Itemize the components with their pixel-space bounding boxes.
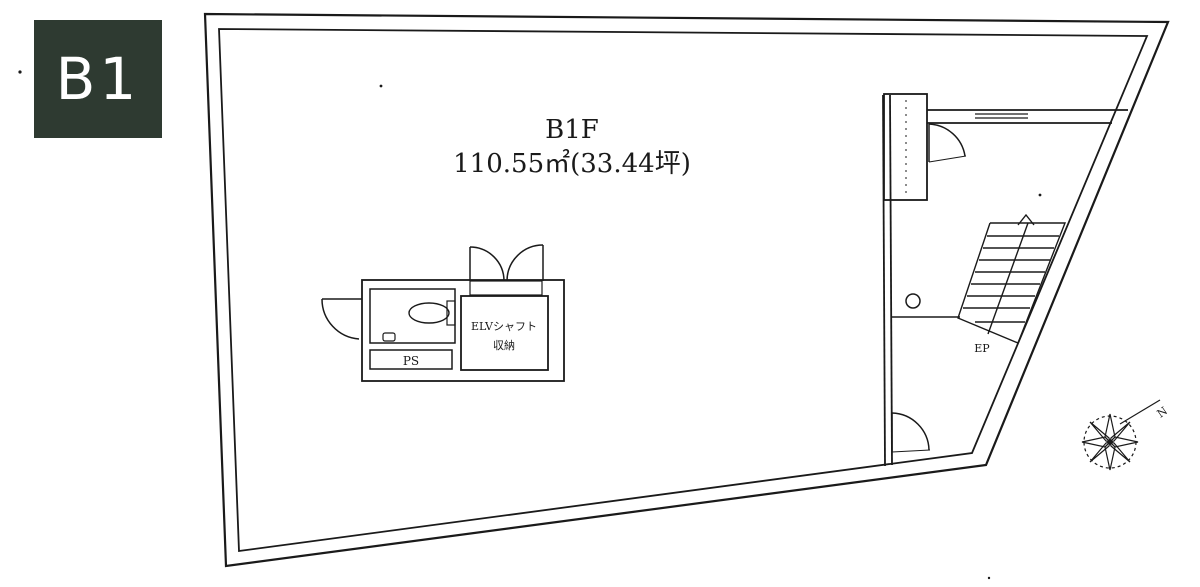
floor-label: B1F [545, 115, 599, 145]
column-block [883, 93, 928, 201]
core-outline [361, 279, 565, 382]
door-bottom-arc [891, 412, 930, 451]
door-top-arc [928, 123, 966, 157]
area-label: 110.55㎡(33.44坪) [453, 149, 691, 179]
elevator-label-line1: ELVシャフト [471, 320, 537, 333]
elevator-shaft [460, 295, 549, 371]
outer-wall-inner [218, 28, 1149, 553]
ps-box [369, 349, 453, 370]
ep-label: EP [974, 342, 990, 355]
floor-badge: B1 [34, 20, 162, 138]
door-bottom-base [891, 449, 931, 453]
drain-circle [905, 293, 921, 309]
ps-label: PS [403, 354, 419, 368]
outer-wall-outer [203, 12, 1170, 568]
compass-label: N [1155, 404, 1171, 420]
door-top-base [928, 155, 967, 163]
elevator-door-frame [469, 280, 543, 296]
floor-badge-label: B1 [55, 45, 141, 113]
door-left-arc [321, 298, 360, 340]
toilet-bowl [408, 302, 450, 324]
double-door-left-arc [469, 246, 505, 282]
double-door-right-arc [506, 244, 544, 282]
toilet-sink [382, 332, 396, 342]
elevator-label-line2: 収納 [493, 339, 515, 352]
compass-rose-icon [1081, 399, 1161, 471]
partition-wall-line-b [889, 94, 893, 466]
toilet-tank [446, 300, 456, 326]
staircase [957, 213, 1067, 344]
